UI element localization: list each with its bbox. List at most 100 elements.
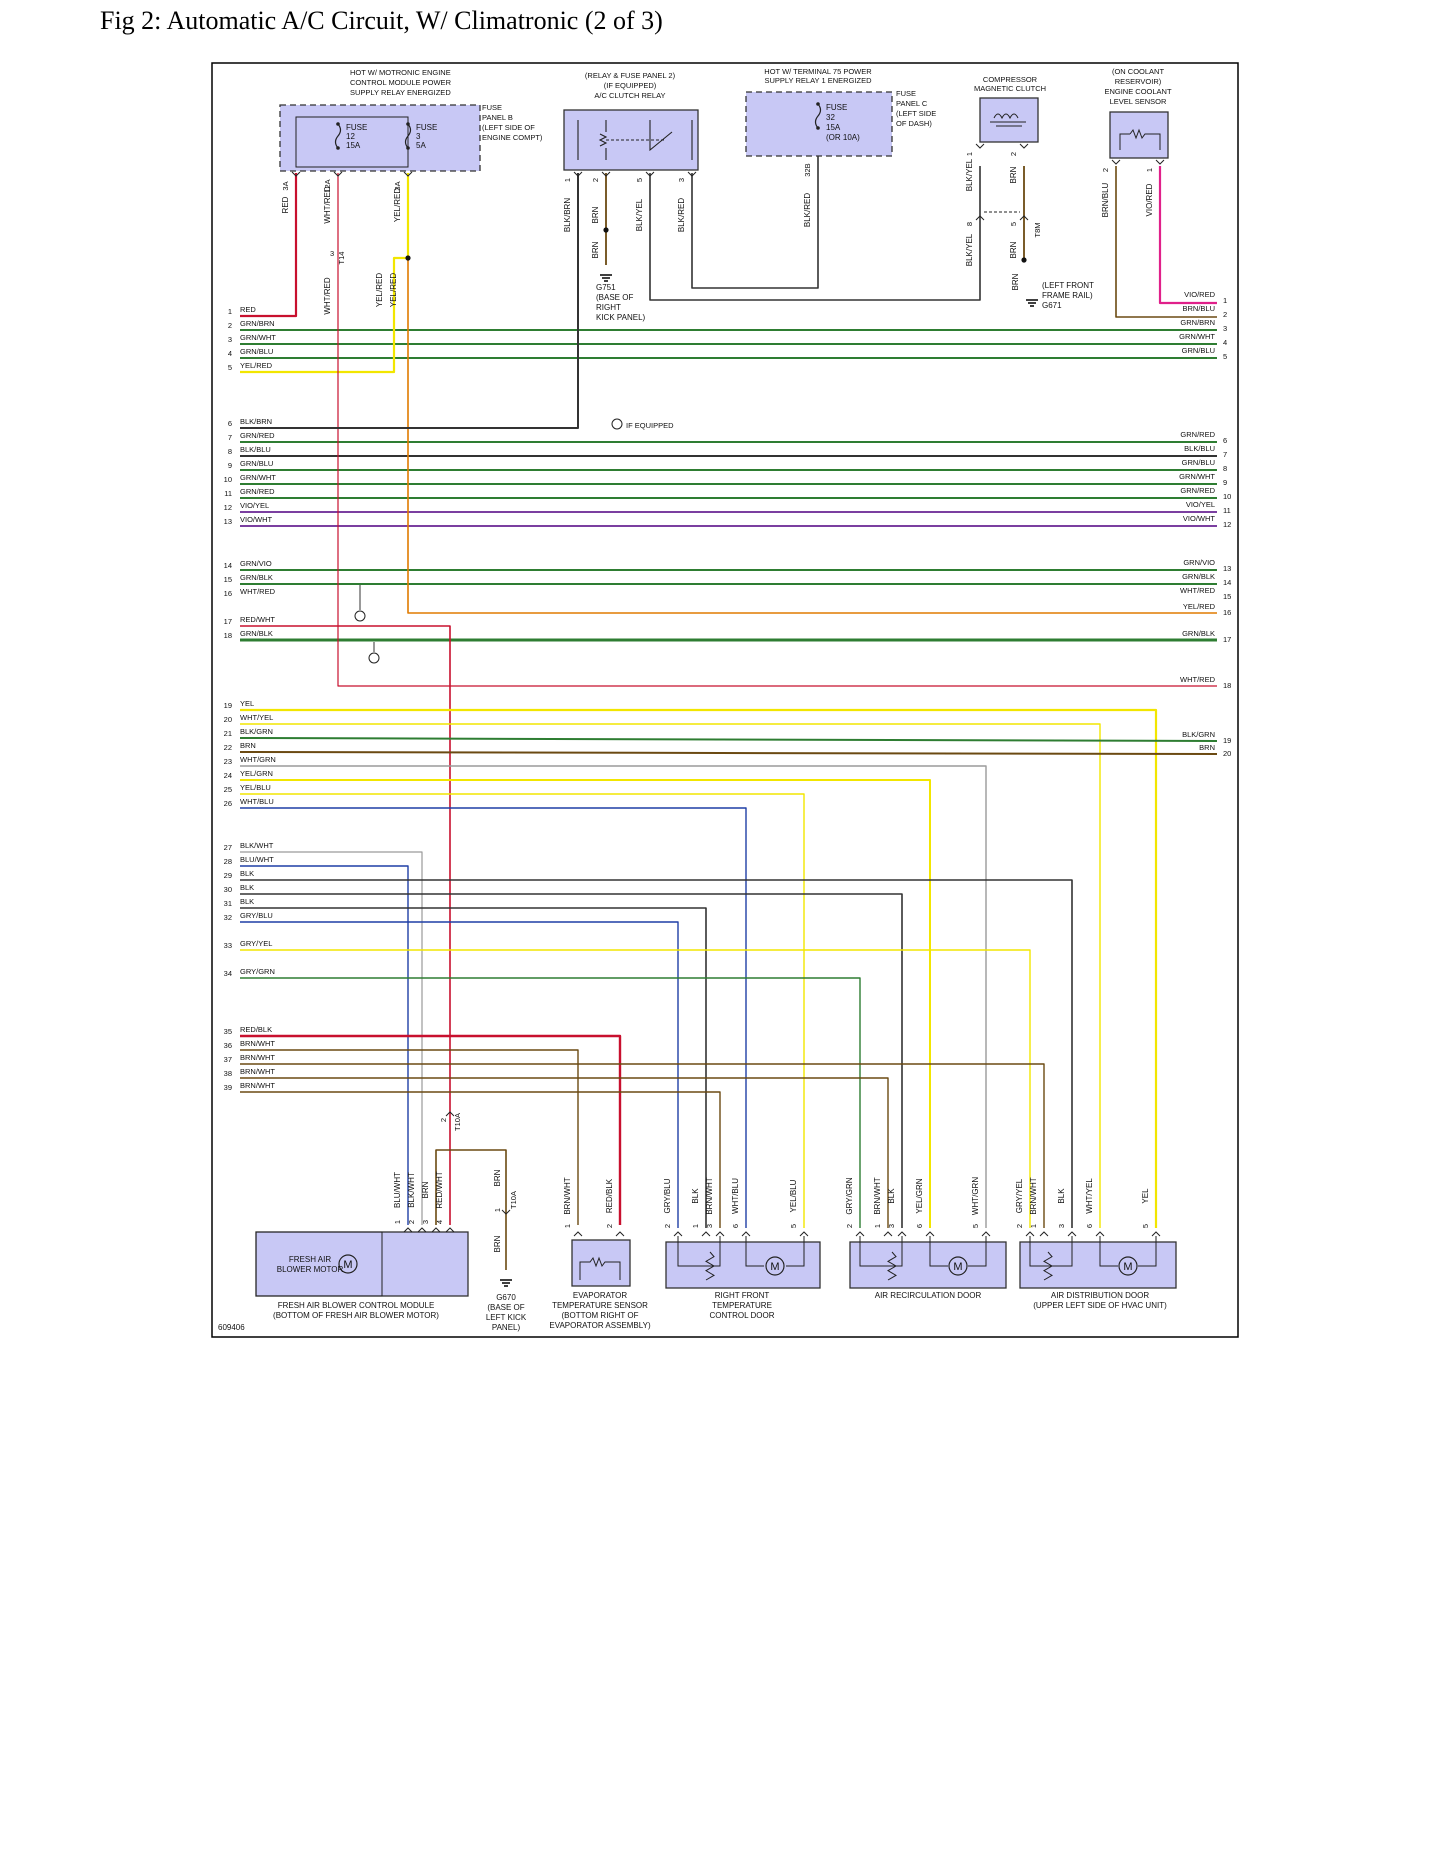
row-number: 21 (224, 729, 232, 738)
ground-label: (BASE OF (596, 293, 633, 302)
wire-blk-wht (240, 851, 423, 1225)
pin-label: 6 (731, 1224, 740, 1228)
fuse-dot (816, 126, 820, 130)
row-number: 2 (1223, 310, 1227, 319)
page-title: Fig 2: Automatic A/C Circuit, W/ Climatr… (100, 6, 663, 35)
connector-arrow (981, 1231, 991, 1237)
row-wire-label: WHT/GRN (240, 755, 276, 764)
connector-arrow (501, 1209, 511, 1215)
pin-label: 3 (677, 178, 686, 182)
connector-arrow (715, 1231, 725, 1237)
pin-label: 5 (635, 178, 644, 182)
connector-arrow (687, 171, 697, 177)
motor-glyph: M (343, 1259, 352, 1271)
component-caption: HOT W/ TERMINAL 75 POWER (764, 67, 872, 76)
row-wire-label: GRN/BRN (240, 319, 275, 328)
row-number: 19 (1223, 736, 1231, 745)
row-number: 6 (228, 419, 232, 428)
fuse-dot (406, 146, 410, 150)
fuse-label: FUSE (826, 103, 847, 112)
pin-label: 4 (435, 1220, 444, 1224)
row-wire-label: GRN/BLK (240, 629, 273, 638)
row-wire-label: GRN/BLU (240, 347, 273, 356)
if-equipped-symbol (611, 418, 623, 430)
ground-label: G751 (596, 283, 616, 292)
wire-label: WHT/GRN (971, 1177, 980, 1215)
row-wire-label: GRN/RED (240, 487, 275, 496)
wire-wht-red (337, 173, 1217, 687)
fuse-label: 5A (416, 141, 426, 150)
row-wire-label: VIO/RED (1184, 290, 1215, 299)
wire-brn-wht (240, 1049, 579, 1225)
wire-brn-wht (240, 1077, 889, 1228)
pin-label: 2 (1015, 1224, 1024, 1228)
connector-arrow (975, 143, 985, 149)
row-wire-label: WHT/BLU (240, 797, 274, 806)
row-wire-label: YEL/GRN (240, 769, 273, 778)
wire-label: YEL/RED (389, 273, 398, 307)
fuse-32-icon (814, 103, 822, 129)
wire-yel-blu (240, 793, 805, 1228)
wire-label: BLU/WHT (393, 1172, 402, 1208)
row-wire-label: RED/WHT (240, 615, 275, 624)
fuse-dot (336, 122, 340, 126)
fuse-label: FUSE (416, 123, 437, 132)
ground-label: G670 (496, 1293, 516, 1302)
row-number: 18 (1223, 681, 1231, 690)
wire-label: YEL/RED (375, 273, 384, 307)
row-wire-label: BLK (240, 869, 254, 878)
wire-label: BRN (591, 241, 600, 258)
component-caption: FUSE (482, 103, 502, 112)
pin-label: 3 (421, 1220, 430, 1224)
wire-label: GRY/BLU (663, 1178, 672, 1213)
connector-arrow (403, 171, 413, 177)
component-caption: (LEFT SIDE (896, 109, 936, 118)
row-number: 10 (1223, 492, 1231, 501)
row-number: 22 (224, 743, 232, 752)
blower-motor-box (255, 1231, 383, 1297)
fuse-label: 3 (416, 132, 421, 141)
row-wire-label: BRN (1199, 743, 1215, 752)
component-caption: HOT W/ MOTRONIC ENGINE (350, 68, 451, 77)
component-caption: TEMPERATURE SENSOR (552, 1301, 648, 1310)
pin-label: 1 (1145, 168, 1154, 172)
splice-dot (603, 227, 609, 233)
connector-arrow (645, 171, 655, 177)
wire-label: BRN (421, 1181, 430, 1198)
connector-arrow (1019, 143, 1029, 149)
row-wire-label: BRN (240, 741, 256, 750)
if-equipped-symbol (368, 652, 380, 664)
pin-label: 1 (873, 1224, 882, 1228)
component-caption: (BOTTOM OF FRESH AIR BLOWER MOTOR) (273, 1311, 439, 1320)
row-number: 36 (224, 1041, 232, 1050)
row-wire-label: VIO/WHT (240, 515, 272, 524)
row-wire-label: BLK/BRN (240, 417, 272, 426)
wire-label: BRN (1011, 273, 1020, 290)
component-label: FRESH AIR (289, 1255, 331, 1264)
pin-label: 2 (663, 1224, 672, 1228)
pin-label: 8 (965, 222, 974, 226)
fuse-label: (OR 10A) (826, 133, 860, 142)
pin-label: 1 (1029, 1224, 1038, 1228)
row-number: 15 (1223, 592, 1231, 601)
sensor-icon (1119, 128, 1161, 150)
row-number: 20 (224, 715, 232, 724)
coil-icon (990, 113, 1026, 127)
pin-label: 5 (1141, 1224, 1150, 1228)
air-recirculation-door (849, 1241, 1007, 1289)
wire-brn (435, 1149, 507, 1270)
row-number: 16 (1223, 608, 1231, 617)
row-number: 7 (228, 433, 232, 442)
row-number: 20 (1223, 749, 1231, 758)
row-number: 8 (228, 447, 232, 456)
wire-gry-blu (240, 921, 679, 1228)
diagram-frame (211, 62, 1239, 1338)
motor-leads (745, 1236, 805, 1267)
component-caption: PANEL C (896, 99, 928, 108)
row-number: 9 (1223, 478, 1227, 487)
row-wire-label: BRN/WHT (240, 1081, 275, 1090)
pin-label: 2 (1009, 152, 1018, 156)
row-wire-label: VIO/YEL (240, 501, 269, 510)
wire-label: WHT/RED (323, 186, 332, 224)
figure-id: 609406 (218, 1323, 245, 1332)
